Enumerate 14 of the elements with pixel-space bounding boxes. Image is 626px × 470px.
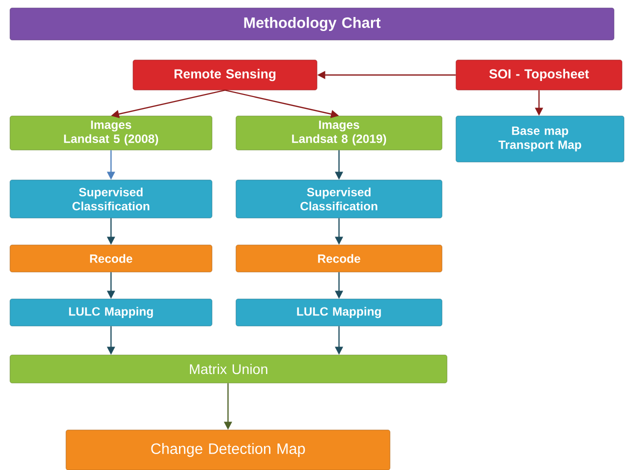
source-box: SOI - Toposheet [456, 60, 622, 90]
process-box: Supervised Classification [10, 180, 212, 218]
data-box: Images Landsat 5 (2008) [10, 116, 212, 150]
process-box: Recode [10, 244, 212, 272]
result-box: Change Detection Map [66, 430, 390, 470]
process-box: LULC Mapping [236, 298, 442, 326]
process-box: LULC Mapping [10, 298, 212, 326]
source-box: Remote Sensing [132, 60, 318, 90]
process-box: Recode [236, 244, 442, 272]
process-box: Matrix Union [10, 354, 448, 384]
output-box: Base map Transport Map [456, 116, 624, 162]
data-box: Images Landsat 8 (2019) [236, 116, 442, 150]
title-banner: Methodology Chart [10, 8, 614, 40]
process-box: Supervised Classification [236, 180, 442, 218]
